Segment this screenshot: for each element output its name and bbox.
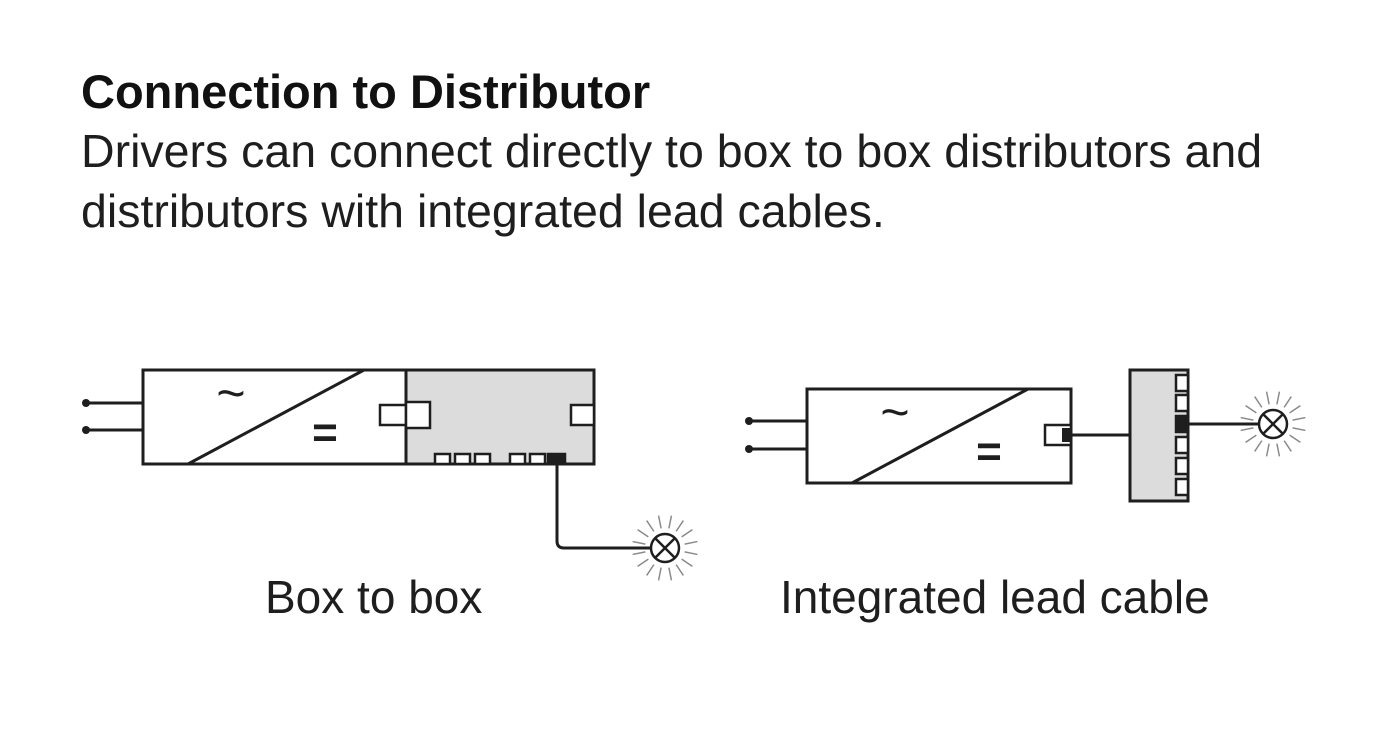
box-distributor <box>404 368 596 466</box>
lamp-ray <box>646 520 655 532</box>
lamp-ray <box>1292 427 1306 432</box>
lamp-ray <box>637 529 649 538</box>
lamp-ray <box>675 520 684 532</box>
lamp-ray <box>668 515 673 529</box>
lamp-ray <box>657 515 662 529</box>
ac-symbol-2: ~ <box>880 384 909 440</box>
lamp-ray <box>1283 396 1292 408</box>
lamp-ray <box>1283 440 1292 452</box>
driver-output-socket <box>378 403 408 427</box>
lamp-ray <box>1245 405 1257 414</box>
lamp-ray <box>1254 440 1263 452</box>
driver-diagonal-2 <box>851 387 1029 485</box>
lamp-ray <box>1276 391 1281 405</box>
integrated-distributor-ports <box>1174 373 1190 497</box>
lamp-ray <box>632 551 646 556</box>
lamp-ray <box>681 558 693 567</box>
driver-diagonal <box>187 368 365 466</box>
lamp-ray <box>1289 405 1301 414</box>
page-description: Drivers can connect directly to box to b… <box>81 125 1263 237</box>
lamp-cable <box>555 464 651 550</box>
mains-input-wires <box>82 399 143 434</box>
lamp-ray <box>632 540 646 545</box>
lamp-ray <box>1254 396 1263 408</box>
lamp-ray <box>675 564 684 576</box>
lamp-ray <box>1276 443 1281 457</box>
lamp-ray <box>684 551 698 556</box>
lamp-ray <box>668 567 673 581</box>
integrated-lead-diagram <box>745 368 1306 503</box>
lamp-ray <box>1265 391 1270 405</box>
lamp-ray <box>1240 416 1254 421</box>
lamp-ray <box>1292 416 1306 421</box>
lamp-ray <box>681 529 693 538</box>
mains-input-wires-2 <box>745 417 807 453</box>
lamp-ray <box>646 564 655 576</box>
caption-integrated-lead: Integrated lead cable <box>780 571 1210 623</box>
lamp-ray <box>657 567 662 581</box>
lamp-ray <box>1265 443 1270 457</box>
page-title: Connection to Distributor <box>81 65 651 118</box>
distributor-input-socket <box>404 400 432 430</box>
lamp-ray <box>684 540 698 545</box>
box-to-box-diagram <box>82 368 698 581</box>
lamp-icon-2 <box>1240 391 1306 457</box>
dc-symbol-2: = <box>976 427 1002 476</box>
lamp-ray <box>1240 427 1254 432</box>
lamp-ray <box>1289 434 1301 443</box>
lamp-ray <box>1245 434 1257 443</box>
dc-symbol: = <box>312 408 338 457</box>
distributor-side-socket <box>569 403 596 427</box>
caption-box-to-box: Box to box <box>265 571 482 623</box>
lamp-ray <box>637 558 649 567</box>
lamp-icon <box>632 515 698 581</box>
distributor-output-ports <box>433 452 567 466</box>
ac-symbol: ~ <box>216 365 245 421</box>
